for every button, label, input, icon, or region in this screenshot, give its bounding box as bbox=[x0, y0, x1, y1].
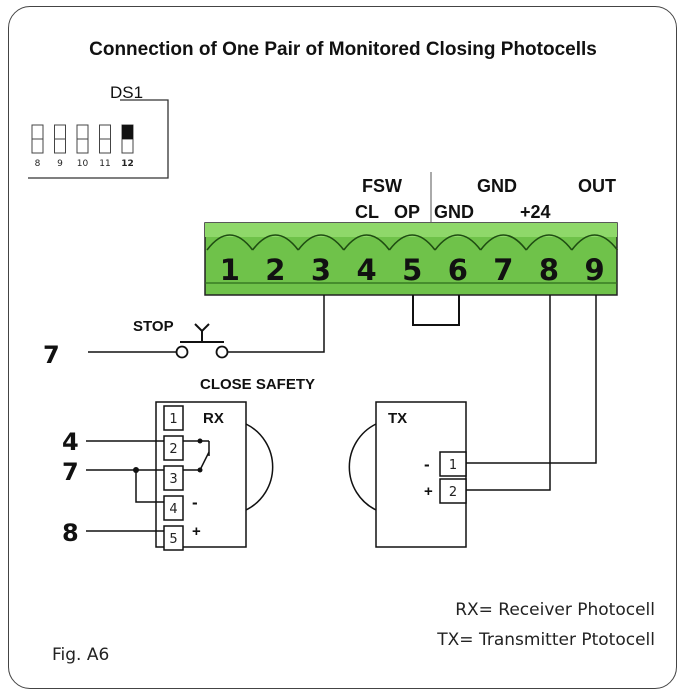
label-gnd-lower: GND bbox=[434, 202, 474, 222]
rx-wires: 4 7 8 bbox=[62, 428, 164, 547]
rx-label: RX bbox=[203, 410, 224, 427]
label-plus24: +24 bbox=[520, 202, 551, 222]
rx-pin-2: 2 bbox=[163, 435, 184, 461]
terminal-screw-7 bbox=[479, 234, 527, 251]
close-safety-label: CLOSE SAFETY bbox=[200, 376, 315, 393]
diagram-title: Connection of One Pair of Monitored Clos… bbox=[89, 39, 597, 60]
terminal-screw-1 bbox=[206, 234, 254, 251]
tx-minus: - bbox=[424, 455, 430, 474]
terminal-number-7: 7 bbox=[493, 253, 513, 287]
figure-label: Fig. A6 bbox=[52, 645, 109, 665]
rx-receiver: RX 1 2 3 4 5 - + bbox=[155, 401, 274, 551]
terminal-number-9: 9 bbox=[585, 253, 605, 287]
terminal-number-3: 3 bbox=[311, 253, 331, 287]
terminal-screw-3 bbox=[297, 234, 345, 251]
rx-pin-3: 3 bbox=[163, 465, 184, 491]
legend: RX= Receiver Photocell TX= Transmitter P… bbox=[436, 600, 655, 650]
tx-pin-1: 1 bbox=[449, 458, 457, 473]
rx-plus: + bbox=[192, 523, 201, 540]
dip-switch-number: 9 bbox=[57, 159, 63, 169]
terminal-screw-6 bbox=[434, 234, 482, 251]
dip-switch-9: 9 bbox=[54, 124, 66, 169]
rx-pin-number: 4 bbox=[169, 502, 177, 517]
tx-label: TX bbox=[388, 410, 407, 427]
tx-pin-2: 2 bbox=[449, 485, 457, 500]
rx-pin-number: 3 bbox=[169, 472, 177, 487]
label-op: OP bbox=[394, 202, 420, 222]
dip-switch-number: 12 bbox=[121, 159, 134, 169]
terminal-number-6: 6 bbox=[448, 253, 468, 287]
jumper-5-6 bbox=[412, 295, 460, 326]
dip-label: DS1 bbox=[110, 83, 143, 102]
terminal-labels: FSW GND OUT CL OP GND +24 bbox=[355, 172, 616, 222]
terminal-number-5: 5 bbox=[402, 253, 422, 287]
dip-switch-number: 8 bbox=[35, 159, 41, 169]
legend-rx: RX= Receiver Photocell bbox=[455, 600, 655, 620]
terminal-screw-9 bbox=[571, 234, 619, 251]
terminal-screw-2 bbox=[251, 234, 299, 251]
stop-button: STOP 7 bbox=[43, 295, 325, 369]
rx-pin-number: 1 bbox=[169, 412, 177, 427]
rx-wire-8: 8 bbox=[62, 519, 79, 547]
terminal-number-4: 4 bbox=[357, 253, 377, 287]
stop-label: STOP bbox=[133, 318, 174, 335]
dip-switch-12: 12 bbox=[121, 124, 134, 169]
rx-pin-1: 1 bbox=[163, 405, 184, 431]
dip-switch-number: 11 bbox=[99, 159, 110, 169]
terminal-number-2: 2 bbox=[265, 253, 285, 287]
rx-pin-number: 5 bbox=[169, 532, 177, 547]
label-fsw: FSW bbox=[362, 176, 402, 196]
rx-wire-4: 4 bbox=[62, 428, 79, 456]
tx-plus: + bbox=[424, 483, 433, 500]
label-gnd-upper: GND bbox=[477, 176, 517, 196]
rx-pin-5: 5 bbox=[163, 525, 184, 551]
dip-switch-number: 10 bbox=[77, 159, 89, 169]
dip-switch-8: 8 bbox=[31, 124, 44, 169]
tx-transmitter: TX 1 2 - + bbox=[348, 295, 597, 548]
rx-pin-4: 4 bbox=[163, 495, 184, 521]
terminal-screw-5 bbox=[388, 234, 436, 251]
terminal-screw-4 bbox=[343, 234, 391, 251]
rx-pin-number: 2 bbox=[169, 442, 177, 457]
rx-minus: - bbox=[192, 493, 198, 512]
stop-wire-number: 7 bbox=[43, 341, 60, 369]
dip-switch-11: 11 bbox=[99, 124, 111, 169]
label-out: OUT bbox=[578, 176, 616, 196]
terminal-number-8: 8 bbox=[539, 253, 559, 287]
diagram-frame bbox=[8, 6, 677, 689]
legend-tx: TX= Transmitter Ptotocell bbox=[436, 630, 655, 650]
rx-wire-7: 7 bbox=[62, 458, 79, 486]
label-cl: CL bbox=[355, 202, 379, 222]
dip-switch-ds1: DS1 8 9 10 11 12 bbox=[28, 83, 169, 179]
dip-switch-10: 10 bbox=[76, 124, 89, 169]
terminal-screw-8 bbox=[525, 234, 573, 251]
terminal-number-1: 1 bbox=[220, 253, 240, 287]
